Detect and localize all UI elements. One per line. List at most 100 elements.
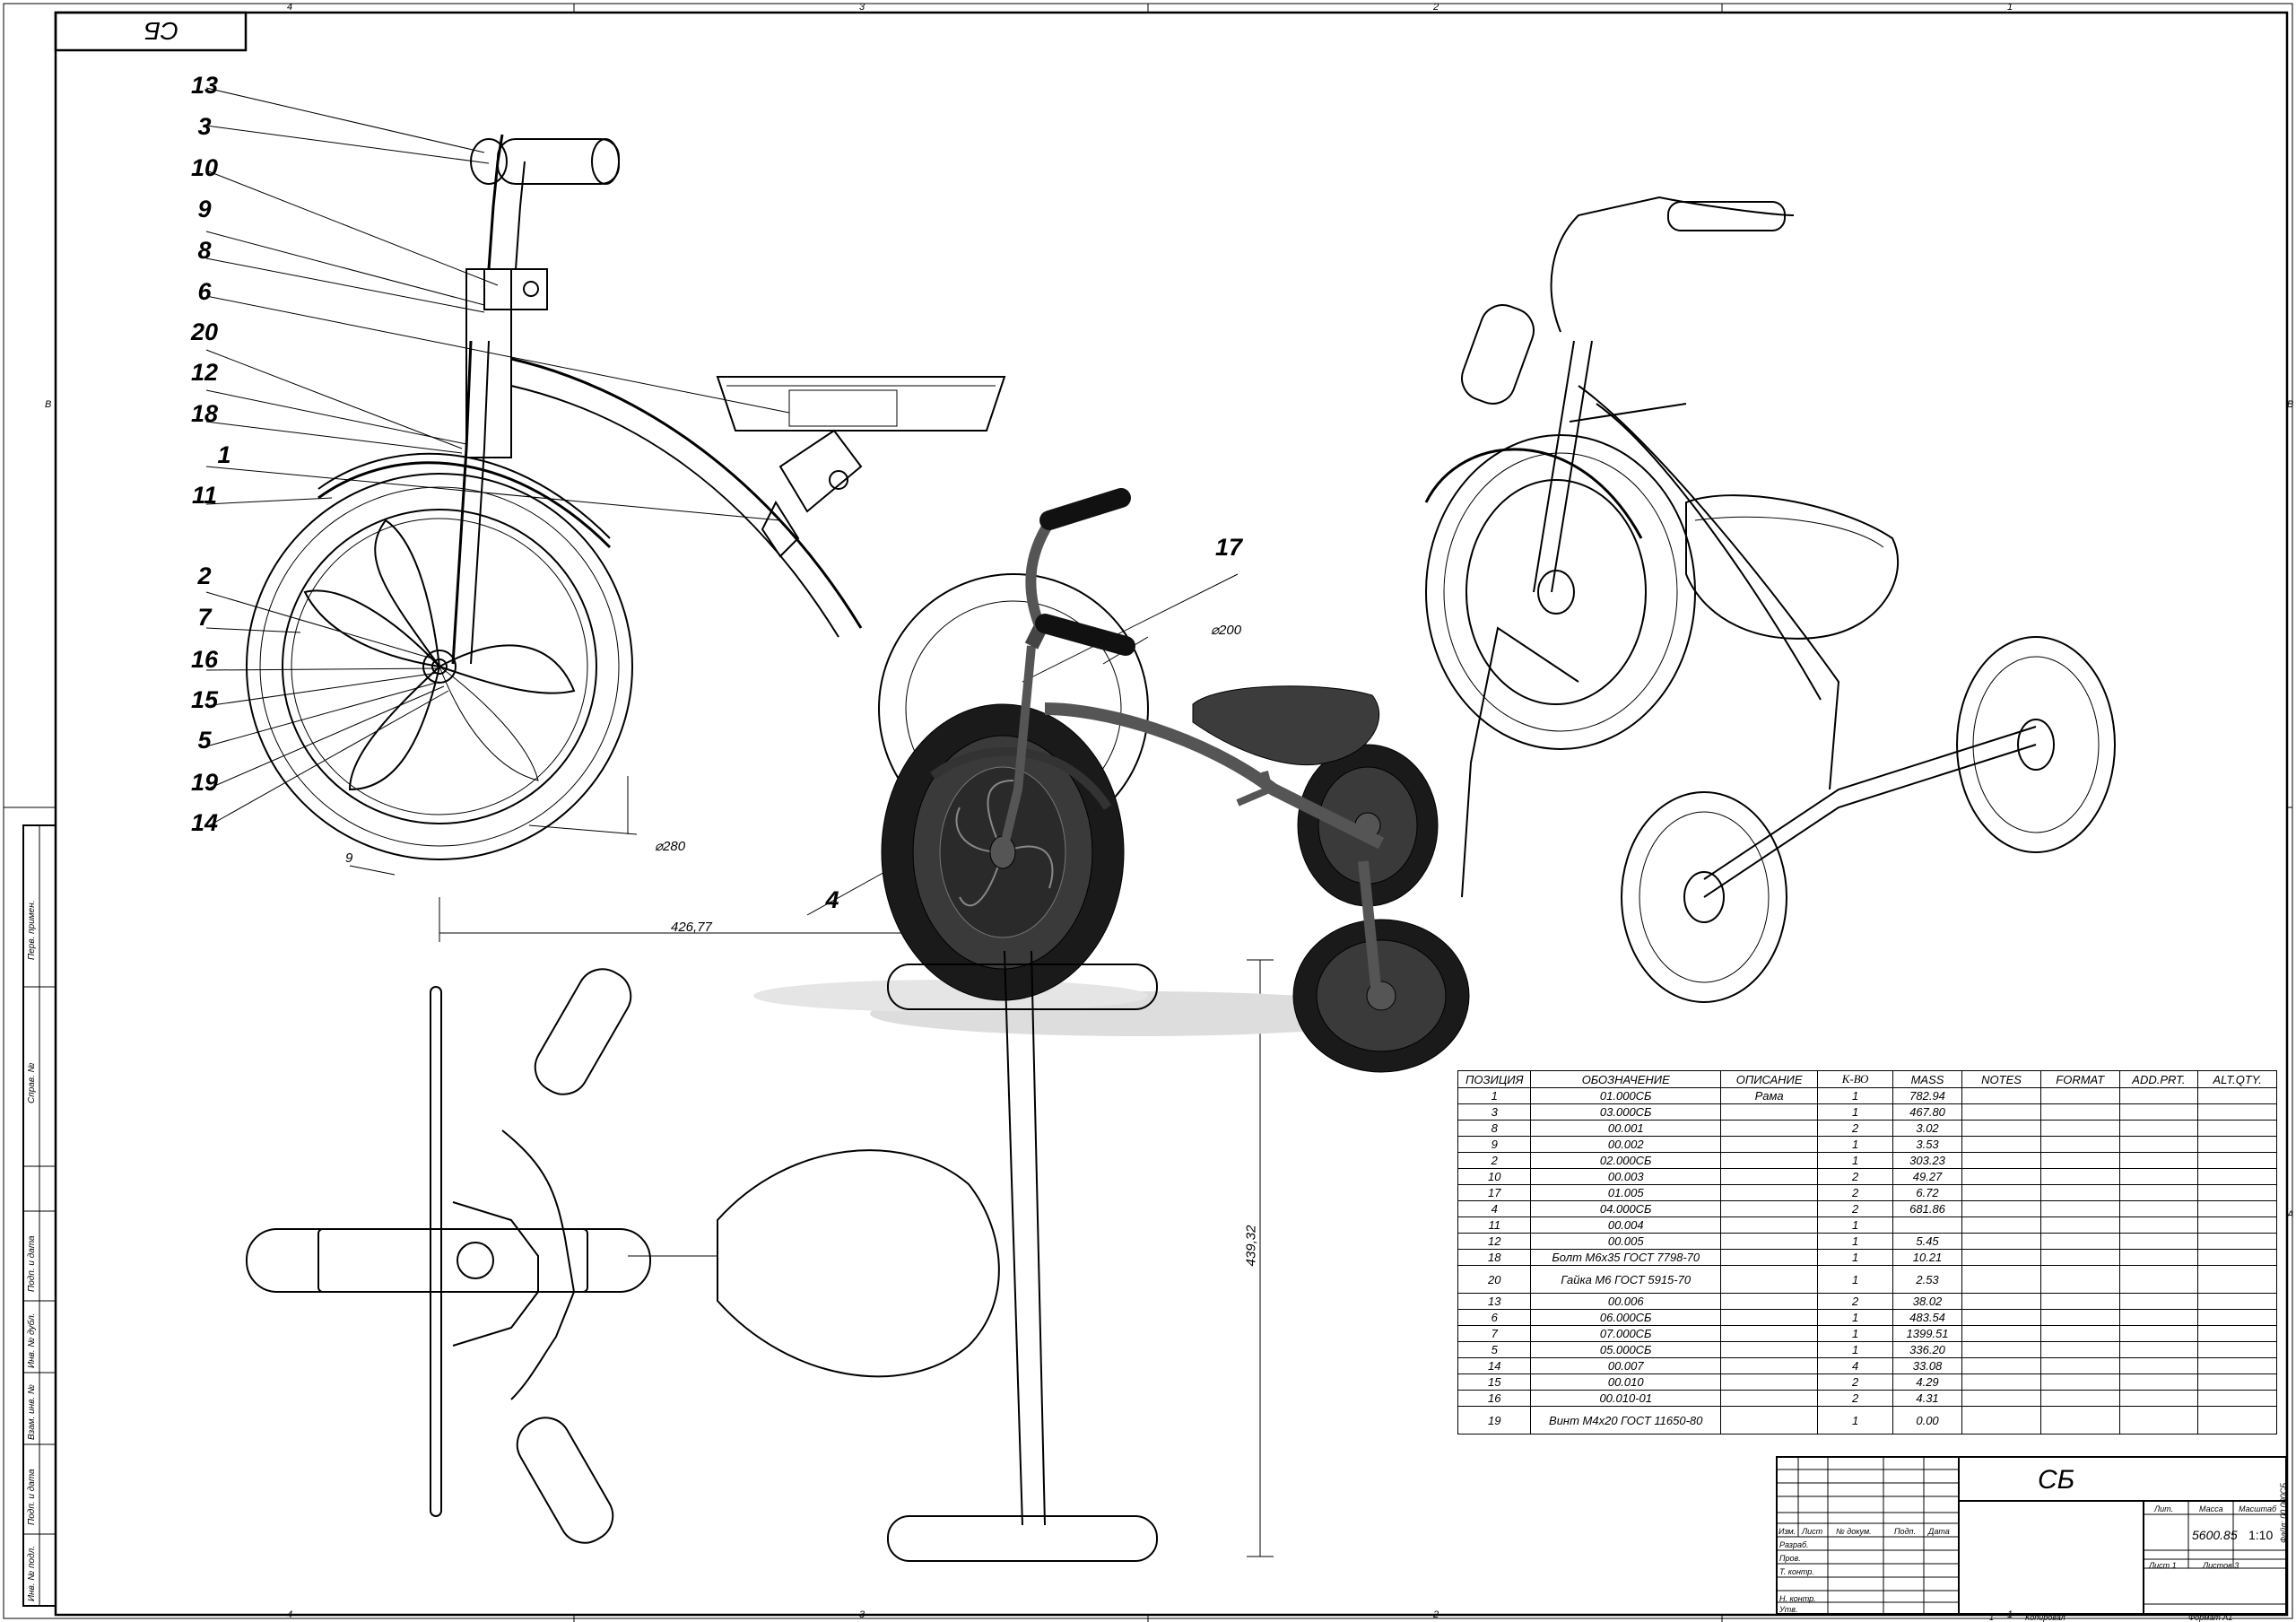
- side-label: Инв. № подл.: [27, 1545, 37, 1601]
- tb-role: Утв.: [1779, 1605, 1798, 1614]
- bom-cell: 04.000СБ: [1530, 1200, 1721, 1217]
- bom-cell: [2197, 1233, 2277, 1250]
- bom-cell: [1719, 1136, 1819, 1153]
- bom-cell: [1719, 1390, 1819, 1407]
- bom-cell: 1: [1817, 1265, 1893, 1294]
- side-label: Перв. примен.: [27, 900, 37, 960]
- bom-cell: 01.000СБ: [1530, 1087, 1721, 1104]
- bom-cell: [1719, 1216, 1819, 1234]
- bom-cell: 00.004: [1530, 1216, 1721, 1234]
- bom-cell: 4.31: [1892, 1390, 1963, 1407]
- bom-cell: 00.010: [1530, 1373, 1721, 1391]
- bom-cell: 13: [1457, 1293, 1532, 1310]
- bom-cell: [2197, 1120, 2277, 1137]
- bom-cell: [2039, 1200, 2120, 1217]
- bom-cell: [2197, 1168, 2277, 1185]
- dim-height: 439,32: [1243, 1225, 1259, 1267]
- tb-format: Формат А1: [2188, 1613, 2233, 1622]
- zone-label: 4: [287, 2, 293, 13]
- zone-label: 2: [1433, 1609, 1439, 1620]
- bom-cell: 00.002: [1530, 1136, 1721, 1153]
- bom-cell: 483.54: [1892, 1309, 1963, 1326]
- bom-cell: 336.20: [1892, 1341, 1963, 1358]
- side-label: Взам. инв. №: [27, 1384, 37, 1440]
- bom-cell: [2197, 1293, 2277, 1310]
- bom-cell: 2: [1817, 1373, 1893, 1391]
- bom-cell: 2: [1457, 1152, 1532, 1169]
- bom-cell: [2197, 1325, 2277, 1342]
- callout-14: 14: [190, 809, 219, 836]
- bom-cell: 12: [1457, 1233, 1532, 1250]
- callout-20: 20: [190, 318, 219, 345]
- bom-cell: 1: [1817, 1136, 1893, 1153]
- bom-cell: [1961, 1406, 2041, 1435]
- callout-7: 7: [197, 604, 212, 631]
- bom-cell: 2: [1817, 1168, 1893, 1185]
- bom-cell: 303.23: [1892, 1152, 1963, 1169]
- side-label: Подп. и дата: [27, 1469, 37, 1525]
- bom-cell: 11: [1457, 1216, 1532, 1234]
- bom-cell: [1961, 1357, 2041, 1374]
- render-view: [753, 488, 1470, 1073]
- title-block: СБ Лит. Масса Масштаб 5600.85 1:10 Лист …: [1776, 1456, 2287, 1615]
- bom-cell: [1719, 1168, 1819, 1185]
- bom-cell: 1: [1817, 1216, 1893, 1234]
- bom-cell: [1961, 1184, 2041, 1201]
- dim-wheel-front: ⌀280: [655, 839, 686, 854]
- callout-4: 4: [825, 886, 839, 913]
- bom-header: ADD.PRT.: [2118, 1070, 2199, 1088]
- bom-cell: [2118, 1152, 2199, 1169]
- bom-cell: [2118, 1265, 2199, 1294]
- bom-cell: [2118, 1168, 2199, 1185]
- bom-cell: 33.08: [1892, 1357, 1963, 1374]
- bom-cell: 8: [1457, 1120, 1532, 1137]
- bom-cell: [1719, 1152, 1819, 1169]
- bom-cell: [1961, 1325, 2041, 1342]
- bom-cell: 1: [1817, 1406, 1893, 1435]
- bom-cell: [1719, 1249, 1819, 1266]
- bom-header-row: ПОЗИЦИЯ ОБОЗНАЧЕНИЕ ОПИСАНИЕ К-ВО MASS N…: [1457, 1070, 2277, 1088]
- bom-cell: 7: [1457, 1325, 1532, 1342]
- bom-cell: 2: [1817, 1120, 1893, 1137]
- zone-label: 3: [859, 1609, 865, 1620]
- callout-13: 13: [190, 72, 219, 99]
- tb-role: Пров.: [1779, 1554, 1801, 1563]
- bom-cell: Рама: [1719, 1087, 1819, 1104]
- bom-cell: 00.005: [1530, 1233, 1721, 1250]
- bom-cell: [2118, 1341, 2199, 1358]
- callout-5: 5: [197, 727, 212, 754]
- bom-cell: [1961, 1216, 2041, 1234]
- corner-stamp: СБ: [144, 17, 179, 45]
- callout-12: 12: [190, 359, 219, 386]
- dim-offset: 9: [345, 850, 353, 866]
- bom-cell: [2118, 1249, 2199, 1266]
- bom-cell: [2118, 1200, 2199, 1217]
- zone-label: A: [2287, 1209, 2294, 1220]
- bom-cell: 00.001: [1530, 1120, 1721, 1137]
- bom-cell: 17: [1457, 1184, 1532, 1201]
- bom-cell: 1: [1817, 1103, 1893, 1121]
- callout-18: 18: [190, 400, 219, 427]
- side-label: Справ. №: [27, 1062, 37, 1103]
- bom-cell: 3.53: [1892, 1136, 1963, 1153]
- bom-header: MASS: [1892, 1070, 1963, 1088]
- bom-cell: 01.005: [1530, 1184, 1721, 1201]
- bom-header: ОБОЗНАЧЕНИЕ: [1530, 1070, 1721, 1088]
- tb-mass-label: Масса: [2199, 1504, 2223, 1513]
- bom-cell: [2039, 1406, 2120, 1435]
- callout-2: 2: [197, 562, 212, 589]
- zone-label: 1: [2007, 2, 2013, 13]
- bom-cell: 2.53: [1892, 1265, 1963, 1294]
- bom-header: ПОЗИЦИЯ: [1457, 1070, 1532, 1088]
- title-designation: СБ: [2038, 1465, 2075, 1495]
- bom-cell: [2197, 1406, 2277, 1435]
- bom-cell: 1: [1457, 1087, 1532, 1104]
